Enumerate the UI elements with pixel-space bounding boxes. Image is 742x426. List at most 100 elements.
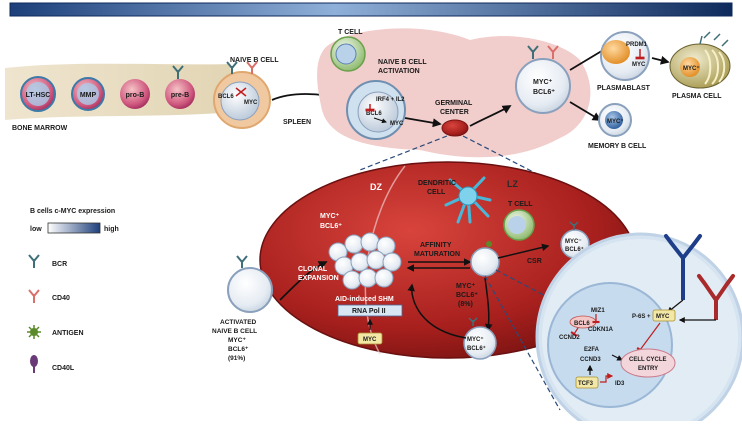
header-gradient-bar [9, 2, 733, 17]
signaling-cd40-icon [697, 274, 735, 320]
zoom-line-right [462, 135, 546, 179]
bcr-receptor-icon [172, 65, 184, 79]
bcr-receptor-icon [569, 221, 579, 230]
ccnd3-label: CCND3 [580, 357, 601, 363]
legend-low: low [30, 226, 42, 233]
plasmablast-cell: PRDM1 MYC PLASMABLAST [597, 31, 651, 92]
activation-title-line1: NAIVE B CELL [378, 59, 427, 66]
tcf3-label: TCF3 [578, 381, 594, 387]
bone-marrow-label: BONE MARROW [12, 125, 68, 132]
shm-myc: MYC [363, 337, 377, 343]
legend-cd40: CD40 [52, 295, 70, 302]
cd40-receptor-icon [246, 61, 258, 74]
recycling-line2: BCL6⁺ [467, 345, 486, 352]
arrow-recycle-back [407, 283, 467, 339]
e2fa-arrow [611, 354, 624, 361]
cell-cycle-badge [620, 348, 676, 378]
antibody-icon [699, 31, 729, 47]
lz-t-cell-label: T CELL [508, 201, 533, 208]
plasmablast-label: PLASMABLAST [597, 85, 651, 92]
spleen-label: SPLEEN [283, 119, 311, 126]
legend-high: high [104, 226, 119, 233]
naive-bcl6-label: BCL6 [218, 94, 234, 100]
lz-selected-cell: MYC⁺ BCL6⁺ (8%) [456, 241, 500, 308]
legend: B cells c-MYC expression low high BCR CD… [27, 208, 119, 373]
affinity-line1: AFFINITY [420, 242, 452, 249]
cd40-legend-icon [28, 289, 40, 303]
naive-b-cell: NAIVE B CELL BCL6 MYC [213, 57, 279, 129]
antigen-legend-icon [27, 325, 41, 339]
activation-t-cell: T CELL [330, 29, 366, 72]
shm-myc-badge [357, 332, 383, 345]
germinal-center-icon [441, 119, 469, 137]
naive-myc-label: MYC [244, 100, 258, 106]
csr-cell-line1: MYC⁻ [565, 239, 582, 245]
prdm1-label: PRDM1 [626, 42, 648, 48]
zoom-line-signaling-2 [484, 275, 561, 411]
selected-line2: BCL6⁺ [456, 292, 478, 299]
myc-cdkn1a-inhibition [636, 322, 661, 354]
shm-line1: AID-induced SHM [335, 296, 394, 303]
arrow-to-recycling [484, 277, 493, 332]
gc-b-cell-line1: MYC⁺ [533, 79, 553, 86]
cd40-receptor-icon [547, 45, 559, 59]
pro-b-cell: pro-B [120, 79, 150, 109]
activated-line2: NAIVE B CELL [212, 328, 257, 335]
memory-b-cell: MYC⁺ MEMORY B CELL [588, 103, 647, 150]
mmp-label: MMP [80, 92, 97, 99]
pre-b-label: pre-B [171, 92, 189, 99]
id3-label: ID3 [615, 381, 625, 387]
activated-line5: (91%) [228, 355, 245, 362]
signaling-myc-badge [652, 309, 676, 322]
miz1-label: MIZ1 [591, 308, 605, 314]
naive-b-cell-title: NAIVE B CELL [230, 57, 279, 64]
dz-cell-cluster: MYC⁺ BCL6⁺ [320, 213, 402, 290]
p6s-label: P-6S + [632, 314, 651, 320]
activated-line1: ACTIVATED [220, 319, 257, 326]
dendritic-cell: DENDRITIC CELL [418, 176, 492, 224]
activated-line3: MYC⁺ [228, 337, 246, 344]
clonal-line1: CLONAL [298, 266, 328, 273]
signaling-bcr-icon [664, 234, 702, 300]
tcf3-id3-arrow [600, 373, 614, 383]
bcr-receptor-icon [527, 45, 539, 59]
activated-line4: BCL6⁺ [228, 346, 249, 353]
repression-cross-icon [235, 87, 247, 97]
arrow-to-germinal-center [404, 117, 442, 128]
bcr-legend-icon [28, 254, 40, 268]
mmp-cell: MMP [71, 77, 105, 111]
selected-line1: MYC⁺ [456, 283, 476, 290]
csr-arrow [497, 243, 550, 259]
recycling-line1: MYC⁺ [467, 336, 484, 343]
bcl6-ccnd2-inhibition [570, 327, 579, 337]
arrow-clonal-expansion [279, 261, 328, 301]
lz-t-cell: T CELL [503, 201, 535, 241]
cd40l-legend-icon [30, 355, 38, 373]
signaling-myc-label: MYC [656, 314, 670, 320]
csr-cell-line2: BCL6⁺ [565, 246, 584, 253]
activation-t-cell-label: T CELL [338, 29, 363, 36]
lt-hsc-cell: LT-HSC [20, 76, 56, 112]
dz-cells-line1: MYC⁺ [320, 213, 340, 220]
activated-naive-b-cell: ACTIVATED NAIVE B CELL MYC⁺ BCL6⁺ (91%) [212, 255, 273, 362]
activation-bcl6-label: BCL6 [366, 111, 382, 117]
arrow-to-memory [569, 101, 602, 121]
signaling-cell [535, 232, 742, 426]
activation-myc-label: MYC [390, 121, 404, 127]
memory-myc-label: MYC⁺ [607, 118, 624, 125]
pre-b-cell: pre-B [165, 65, 195, 109]
signaling-bcl6-label: BCL6 [574, 321, 590, 327]
dz-cells-line2: BCL6⁺ [320, 223, 342, 230]
legend-title: B cells c-MYC expression [30, 208, 115, 215]
arrow-to-plasma-cell [651, 55, 670, 65]
bcr-receptor-icon [468, 317, 478, 326]
germinal-center-line2: CENTER [440, 109, 469, 116]
plasma-cell-label: PLASMA CELL [672, 93, 722, 100]
dendritic-cell-line1: DENDRITIC [418, 180, 456, 187]
affinity-line2: MATURATION [414, 251, 460, 258]
selected-line3: (8%) [458, 301, 473, 308]
legend-cd40l: CD40L [52, 365, 75, 372]
shm-line2: RNA Pol II [352, 308, 386, 315]
